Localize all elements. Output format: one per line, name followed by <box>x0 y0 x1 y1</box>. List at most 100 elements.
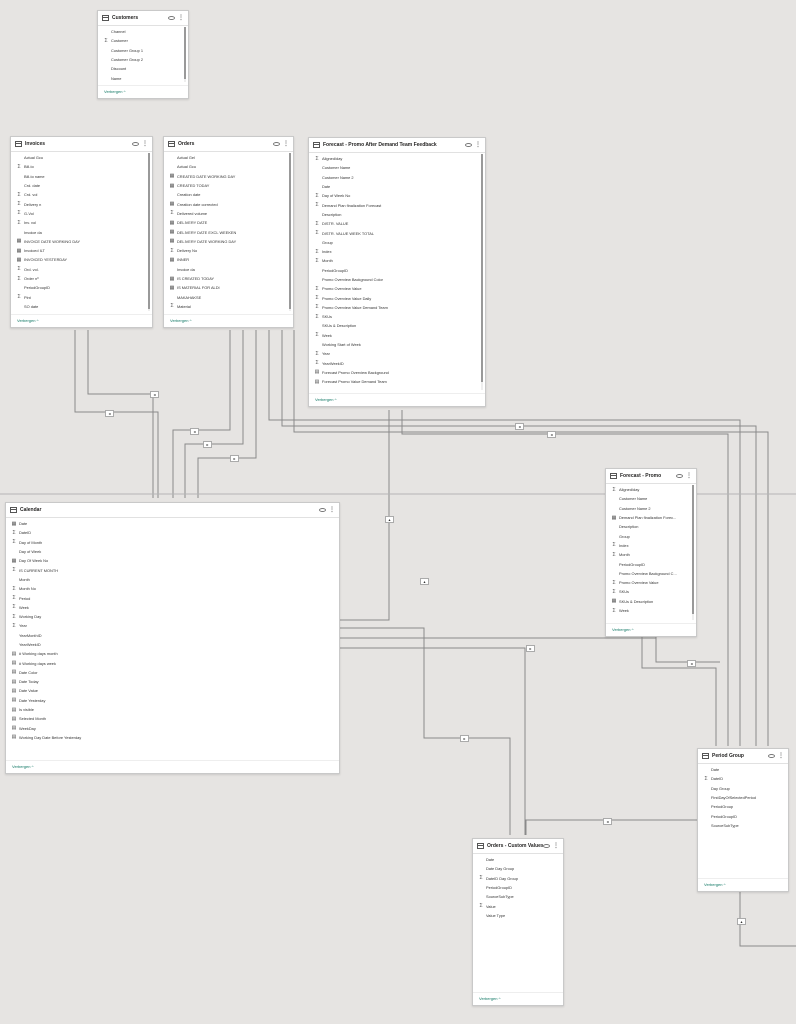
field-row[interactable]: Date <box>473 855 555 864</box>
field-row[interactable]: Working Start of Week <box>606 615 688 618</box>
field-row[interactable]: ▦CREATED TODAY <box>164 181 285 190</box>
collapse-link[interactable]: Verbergen ^ <box>479 996 501 1001</box>
collapse-link[interactable]: Verbergen ^ <box>104 89 126 94</box>
more-icon[interactable]: ⋮ <box>283 141 289 147</box>
field-row[interactable]: SKUs & Description <box>309 321 477 330</box>
more-icon[interactable]: ⋮ <box>178 15 184 21</box>
relationship-marker[interactable]: ◂ <box>105 410 114 417</box>
relationship-marker[interactable]: ▴ <box>420 578 429 585</box>
table-header[interactable]: Period Group⋮ <box>698 749 788 764</box>
field-row[interactable]: ▦Demand Plan finalization Forec... <box>606 513 688 522</box>
field-row[interactable]: PeriodGroupID <box>698 811 780 820</box>
eye-icon[interactable] <box>768 754 775 758</box>
scrollbar[interactable] <box>481 154 483 390</box>
relationship-marker[interactable]: ◂ <box>515 423 524 430</box>
collapse-link[interactable]: Verbergen ^ <box>17 318 39 323</box>
field-row[interactable]: Customer Group 1 <box>98 46 180 55</box>
field-row[interactable]: Value Type <box>473 911 555 920</box>
scrollbar-thumb[interactable] <box>481 154 483 383</box>
field-row[interactable]: Actual Gel <box>164 153 285 162</box>
field-row[interactable]: ▦INNER <box>164 255 285 264</box>
scrollbar[interactable] <box>289 153 291 311</box>
field-row[interactable]: Customer Name <box>606 494 688 503</box>
relationship-marker[interactable]: ▸ <box>460 735 469 742</box>
more-icon[interactable]: ⋮ <box>553 843 559 849</box>
field-row[interactable]: PeriodGroup <box>698 802 780 811</box>
field-row[interactable]: ▦INVOICE DATE WORKING DAY <box>11 237 144 246</box>
table-header[interactable]: Invoices⋮ <box>11 137 152 152</box>
field-row[interactable]: Group <box>606 531 688 540</box>
relationship-marker[interactable]: ▸ <box>526 645 535 652</box>
field-row[interactable]: ▦INVOICED YESTERDAY <box>11 255 144 264</box>
scrollbar[interactable] <box>148 153 150 311</box>
field-row[interactable]: ▦DELIVERY DATE WORKING DAY <box>164 237 285 246</box>
scrollbar-thumb[interactable] <box>692 485 694 614</box>
field-row[interactable]: ▤Date Value <box>6 686 331 695</box>
field-row[interactable]: Customer Name <box>309 163 477 172</box>
table-header[interactable]: Customers⋮ <box>98 11 188 26</box>
field-row[interactable]: Creation date <box>164 190 285 199</box>
relationship-marker[interactable]: ▸ <box>230 455 239 462</box>
field-row[interactable]: Bill-to name <box>11 172 144 181</box>
field-row[interactable]: Customer Name 2 <box>309 173 477 182</box>
field-row[interactable]: Customer Group 2 <box>98 55 180 64</box>
eye-icon[interactable] <box>676 474 683 478</box>
field-row[interactable]: ▤WeekDay <box>6 724 331 733</box>
field-row[interactable]: ▦DELIVERY DATE <box>164 218 285 227</box>
field-row[interactable]: ▤# Working days week <box>6 658 331 667</box>
collapse-link[interactable]: Verbergen ^ <box>315 397 337 402</box>
field-row[interactable]: SourceSubType <box>473 892 555 901</box>
field-row[interactable]: ▦IS CREATED TODAY <box>164 274 285 283</box>
collapse-link[interactable]: Verbergen ^ <box>170 318 192 323</box>
eye-icon[interactable] <box>168 16 175 20</box>
table-header[interactable]: Forecast - Promo After Demand Team Feedb… <box>309 138 485 153</box>
relationship-marker[interactable]: ▸ <box>203 441 212 448</box>
field-row[interactable]: YearMonthID <box>6 631 331 640</box>
more-icon[interactable]: ⋮ <box>778 753 784 759</box>
field-row[interactable]: Description <box>309 210 477 219</box>
field-row[interactable]: ▦SKUs & Description <box>606 597 688 606</box>
more-icon[interactable]: ⋮ <box>475 142 481 148</box>
field-row[interactable]: Working Start of Week <box>309 340 477 349</box>
field-row[interactable]: ▤Forecast Promo Value Demand Team <box>309 377 477 386</box>
more-icon[interactable]: ⋮ <box>142 141 148 147</box>
field-row[interactable]: Crd. date <box>11 181 144 190</box>
field-row[interactable]: PeriodGroupID <box>473 883 555 892</box>
table-header[interactable]: Orders - Custom Values⋮ <box>473 839 563 854</box>
field-row[interactable]: ▦DELIVERY DATE EXCL WEEKEN <box>164 227 285 236</box>
field-row[interactable]: Month <box>6 575 331 584</box>
field-row[interactable]: ▤Date Today <box>6 677 331 686</box>
field-row[interactable]: ▦Date <box>6 519 331 528</box>
scrollbar[interactable] <box>692 485 694 620</box>
eye-icon[interactable] <box>543 844 550 848</box>
collapse-link[interactable]: Verbergen ^ <box>704 882 726 887</box>
more-icon[interactable]: ⋮ <box>686 473 692 479</box>
